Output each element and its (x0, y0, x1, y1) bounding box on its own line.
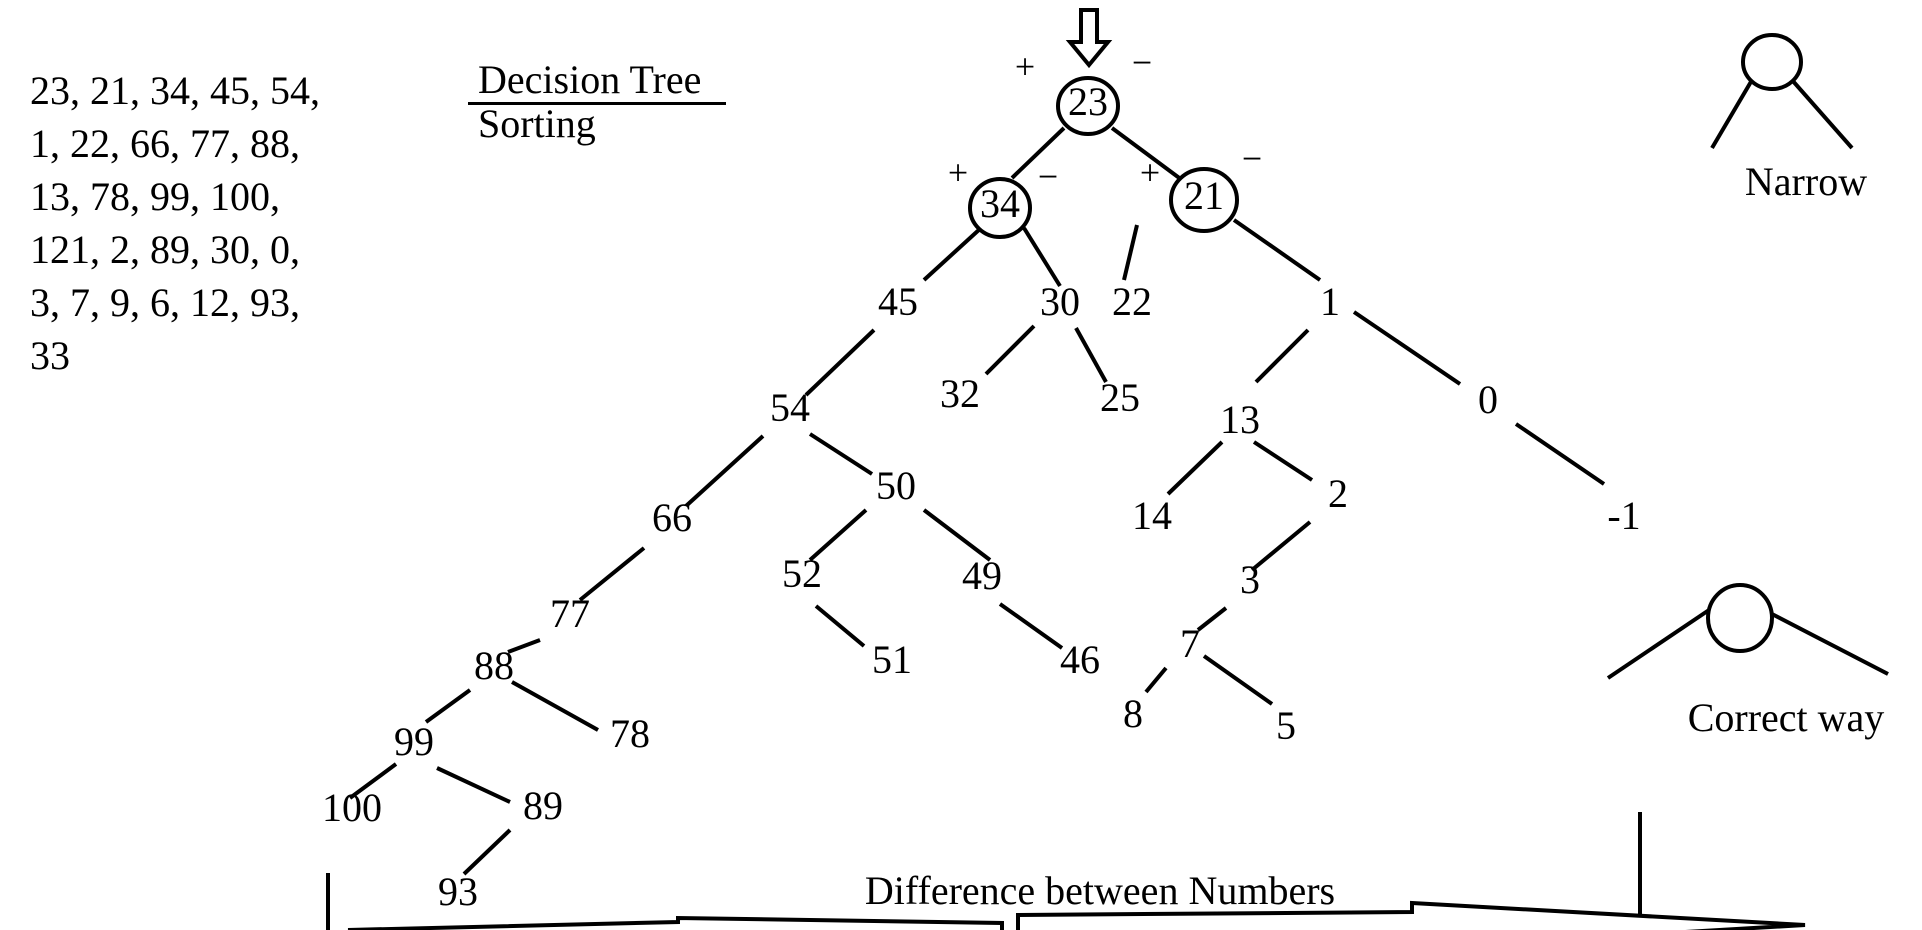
tree-edge (1202, 654, 1274, 706)
tree-node-88: 88 (474, 643, 514, 688)
tree-node-30: 30 (1040, 279, 1080, 324)
title-line-2: Sorting (478, 101, 596, 146)
diagram-title: Decision Tree Sorting (478, 58, 701, 146)
tree-edge (922, 508, 992, 562)
number-list-line: 33 (30, 333, 70, 378)
number-list-line: 13, 78, 99, 100, (30, 174, 280, 219)
number-list-line: 3, 7, 9, 6, 12, 93, (30, 280, 300, 325)
entry-arrow-icon (1065, 8, 1113, 69)
branch-sign: − (1242, 138, 1262, 178)
tree-edge (1022, 226, 1062, 288)
number-list-line: 121, 2, 89, 30, 0, (30, 227, 300, 272)
tree-node-78: 78 (610, 711, 650, 756)
tree-node-77: 77 (550, 591, 590, 636)
tree-node-8: 8 (1123, 691, 1143, 736)
input-number-list: 23, 21, 34, 45, 54, 1, 22, 66, 77, 88, 1… (30, 64, 320, 382)
tree-node-89: 89 (523, 783, 563, 828)
narrow-tree-icon (1710, 33, 1854, 150)
tree-node-99: 99 (394, 719, 434, 764)
tree-edge (462, 828, 512, 876)
tree-node-13: 13 (1220, 397, 1260, 442)
circled-nodes (968, 76, 1239, 239)
node-circle (1056, 76, 1120, 136)
tree-edge (1166, 440, 1224, 496)
tree-edge (1074, 327, 1108, 383)
number-list-line: 23, 21, 34, 45, 54, (30, 68, 320, 113)
narrow-label: Narrow (1745, 159, 1867, 204)
branch-sign: − (1038, 156, 1058, 196)
tree-node-2: 2 (1328, 471, 1348, 516)
branch-signs: + − + − + − (948, 42, 1262, 196)
tree-edge (436, 766, 511, 804)
tree-edges (348, 126, 1606, 876)
tree-node-23: 23 (1068, 79, 1108, 124)
tree-edge (1254, 328, 1310, 384)
tree-edge (1010, 126, 1066, 180)
tree-edge (808, 508, 868, 562)
tree-node-32: 32 (940, 371, 980, 416)
tree-node-22: 22 (1112, 279, 1152, 324)
tree-node-14: 14 (1132, 493, 1172, 538)
tree-node-100: 100 (322, 785, 382, 830)
tree-edge (1144, 666, 1168, 694)
tree-node-49: 49 (962, 553, 1002, 598)
tree-node-7: 7 (1180, 621, 1200, 666)
tree-node-34: 34 (980, 181, 1020, 226)
title-line-1: Decision Tree (478, 57, 702, 102)
branch-sign: + (1140, 152, 1160, 192)
branch-sign: + (948, 152, 968, 192)
difference-arrow (326, 812, 1806, 930)
tree-edge (348, 762, 398, 800)
tree-edge (507, 638, 541, 654)
correct-tree-icon (1606, 583, 1889, 680)
tree-edge (1196, 606, 1228, 632)
tree-edge (1352, 310, 1462, 386)
tree-edge (804, 328, 876, 397)
tree-edge (1110, 126, 1184, 182)
tree-edge (684, 434, 765, 508)
tree-node-46: 46 (1060, 637, 1100, 682)
tree-node-51: 51 (872, 637, 912, 682)
node-circle (1169, 167, 1239, 233)
tree-edge (984, 324, 1036, 376)
tree-node--1: -1 (1607, 493, 1640, 538)
node-circle (968, 177, 1032, 239)
tree-node-54: 54 (770, 385, 810, 430)
tree-node-0: 0 (1478, 377, 1498, 422)
tree-edge (1252, 440, 1314, 482)
tree-node-50: 50 (876, 463, 916, 508)
branch-sign: − (1132, 42, 1152, 82)
tree-edge (1514, 422, 1606, 486)
tree-node-52: 52 (782, 551, 822, 596)
tree-edge (808, 432, 874, 476)
tree-node-3: 3 (1240, 557, 1260, 602)
tree-edge (424, 688, 472, 724)
tree-node-5: 5 (1276, 703, 1296, 748)
tree-node-21: 21 (1184, 173, 1224, 218)
difference-label: Difference between Numbers (865, 868, 1335, 913)
number-list-line: 1, 22, 66, 77, 88, (30, 121, 300, 166)
tree-edge (814, 604, 866, 648)
tree-edge (578, 546, 646, 602)
tree-edge (1250, 520, 1312, 572)
tree-edge (998, 602, 1064, 650)
tree-node-66: 66 (652, 495, 692, 540)
tree-node-25: 25 (1100, 375, 1140, 420)
tree-edge (1232, 218, 1322, 282)
branch-sign: + (1015, 46, 1035, 86)
tree-edge (511, 680, 599, 732)
tree-node-1: 1 (1320, 279, 1340, 324)
tree-node-45: 45 (878, 279, 918, 324)
tree-edge (1122, 224, 1139, 281)
tree-edge (922, 226, 983, 282)
correct-way-label: Correct way (1688, 695, 1885, 740)
tree-node-93: 93 (438, 869, 478, 914)
title-underline (468, 102, 726, 105)
